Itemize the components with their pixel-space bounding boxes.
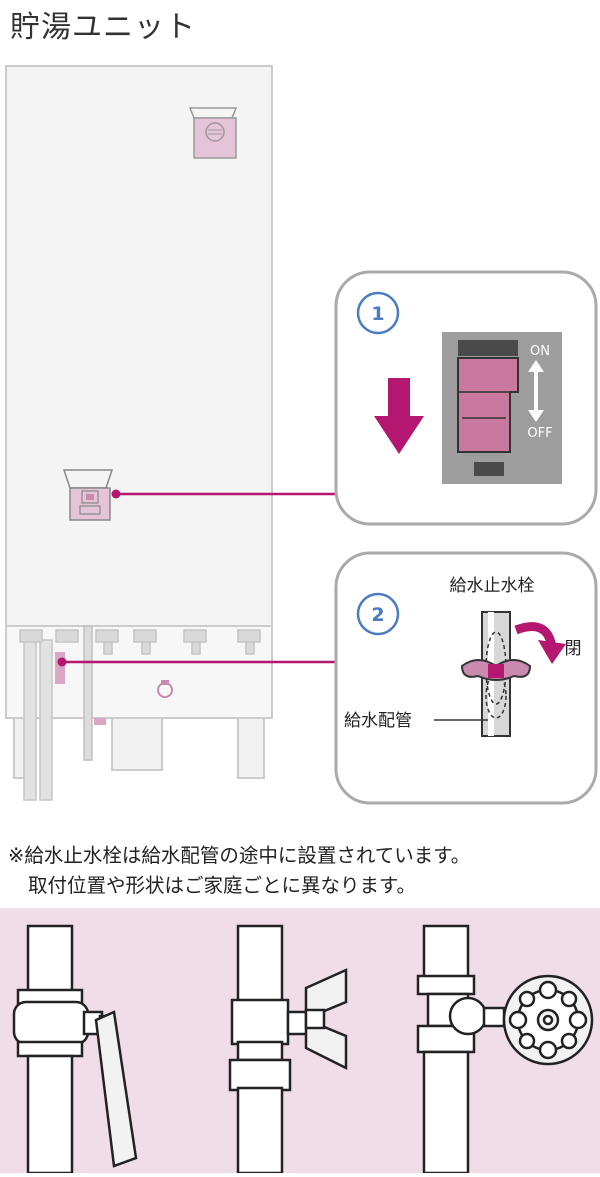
pipe-label: 給水配管	[344, 711, 412, 731]
butterfly-handle-valve-icon	[228, 924, 348, 1175]
gate-valve-wheel-icon	[416, 924, 594, 1175]
step-2-number: 2	[371, 604, 384, 626]
callout-2: 2 給水止水栓 閉 給水配管	[334, 551, 598, 805]
storage-unit-illustration	[5, 65, 273, 801]
note-line-1: ※給水止水栓は給水配管の途中に設置されています。	[8, 844, 471, 867]
note-line-2: 取付位置や形状はご家庭ごとに異なります。	[28, 874, 417, 897]
storage-unit-diagram: 1 ON OFF 2 給水止水栓	[5, 65, 598, 805]
switch-off-label: OFF	[527, 426, 552, 441]
close-label: 閉	[565, 639, 582, 659]
step-2-circle	[356, 592, 400, 636]
connector-lines	[57, 489, 336, 667]
butterfly-handle-icon	[460, 659, 532, 681]
switch-on-label: ON	[530, 344, 550, 359]
step-1-circle	[356, 291, 400, 335]
valve-title: 給水止水栓	[450, 576, 535, 596]
callout-1: 1 ON OFF	[334, 270, 598, 526]
step-1-number: 1	[371, 303, 384, 325]
breaker-switch-icon	[442, 332, 562, 484]
close-direction-arrow-icon	[514, 622, 566, 664]
valve-types-panel	[0, 908, 600, 1175]
ball-valve-lever-icon	[12, 924, 138, 1175]
valve-types-illustration	[12, 924, 594, 1175]
down-arrow-icon	[374, 378, 424, 454]
page-title: 貯湯ユニット	[10, 10, 196, 45]
